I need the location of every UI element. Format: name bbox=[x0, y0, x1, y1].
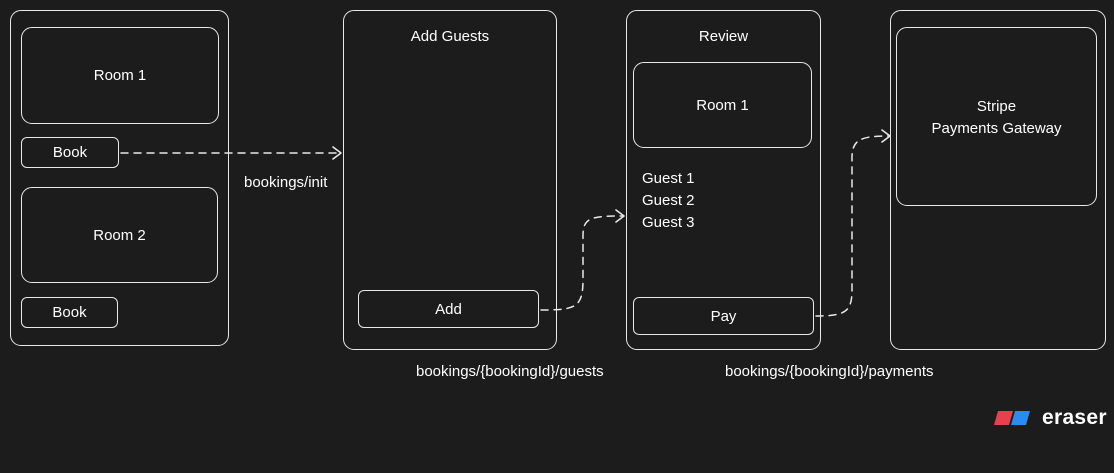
review-room-card: Room 1 bbox=[633, 62, 812, 148]
book-room-1-button[interactable]: Book bbox=[21, 137, 119, 168]
book-room-2-button[interactable]: Book bbox=[21, 297, 118, 328]
arrowhead-2 bbox=[615, 209, 625, 223]
add-button-label: Add bbox=[435, 300, 462, 318]
room-list-screen bbox=[10, 10, 229, 346]
review-title: Review bbox=[698, 28, 749, 45]
payments-gateway-label: Payments Gateway bbox=[931, 120, 1062, 137]
stripe-gateway-panel: Stripe Payments Gateway bbox=[896, 27, 1097, 206]
arrow-add-to-review bbox=[540, 215, 623, 311]
eraser-logo-text: eraser bbox=[1042, 406, 1107, 429]
stripe-label: Stripe bbox=[976, 98, 1017, 115]
pay-button-label: Pay bbox=[710, 307, 737, 325]
review-screen bbox=[626, 10, 821, 350]
room-2-label: Room 2 bbox=[93, 226, 146, 244]
guest-3: Guest 3 bbox=[642, 214, 695, 231]
endpoint-payments-label: bookings/{bookingId}/payments bbox=[725, 363, 934, 380]
arrow-pay-to-payments bbox=[815, 135, 889, 317]
arrowhead-1 bbox=[332, 146, 342, 160]
review-room-label: Room 1 bbox=[696, 96, 749, 114]
add-guests-screen bbox=[343, 10, 557, 350]
book-room-2-label: Book bbox=[52, 304, 87, 321]
pay-button[interactable]: Pay bbox=[633, 297, 814, 335]
endpoint-init-label: bookings/init bbox=[244, 174, 328, 191]
room-1-label: Room 1 bbox=[93, 67, 147, 84]
add-button[interactable]: Add bbox=[358, 290, 539, 328]
room-2-card[interactable]: Room 2 bbox=[21, 187, 218, 283]
eraser-logo-icon bbox=[994, 411, 1030, 425]
guest-1: Guest 1 bbox=[642, 170, 695, 187]
endpoint-guests-label: bookings/{bookingId}/guests bbox=[416, 363, 604, 380]
arrowhead-3 bbox=[881, 129, 891, 143]
add-guests-title: Add Guests bbox=[410, 28, 490, 45]
room-1-card[interactable]: Room 1 bbox=[21, 27, 219, 124]
book-room-1-label: Book bbox=[52, 144, 88, 161]
payment-screen bbox=[890, 10, 1106, 350]
eraser-logo: eraser bbox=[994, 406, 1107, 430]
guest-2: Guest 2 bbox=[642, 192, 695, 209]
